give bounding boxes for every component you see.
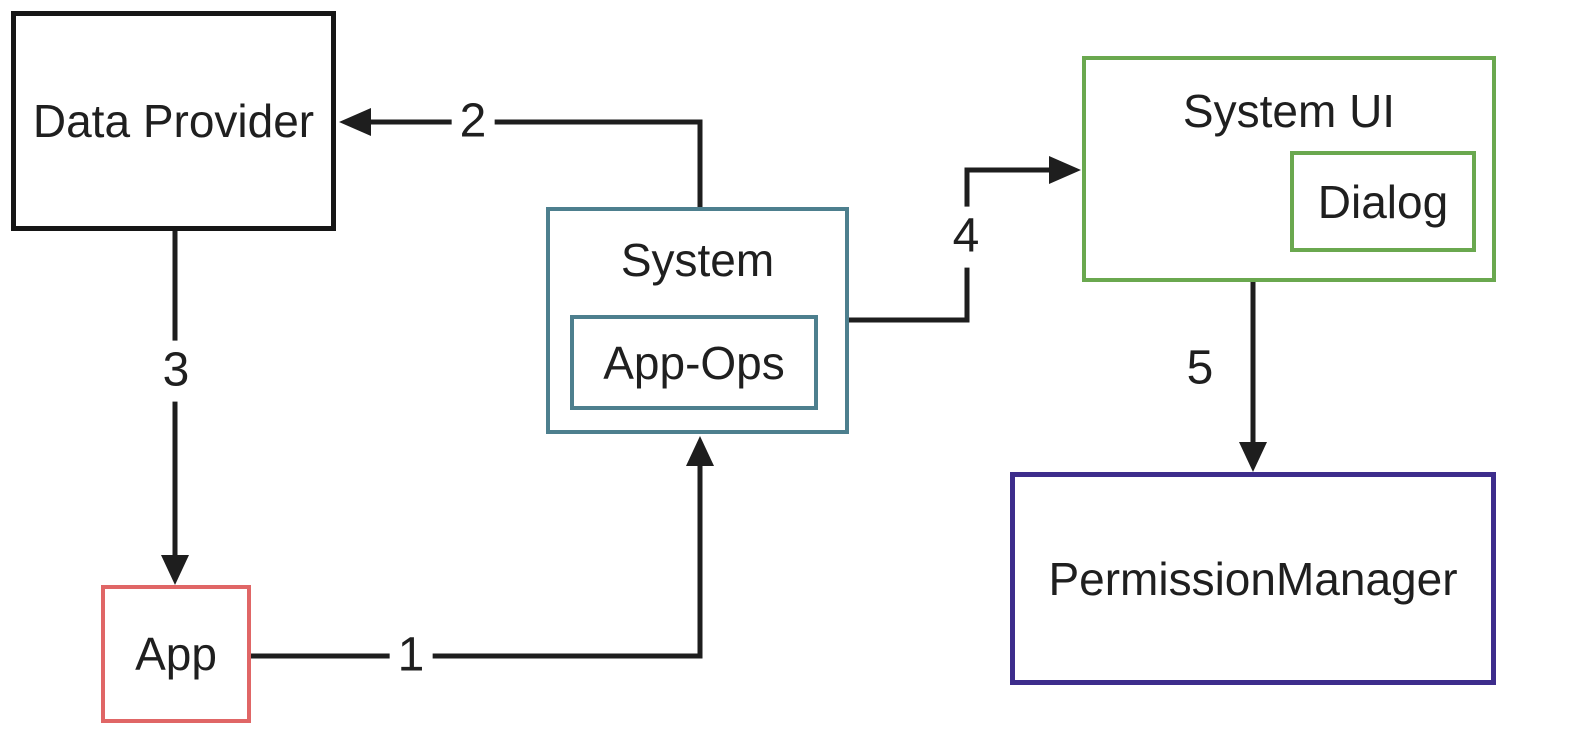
edge-label-1: 1 (389, 625, 433, 687)
node-system: System App-Ops (546, 207, 849, 434)
edge-label-3: 3 (154, 340, 198, 402)
arrowhead-down-icon (1239, 442, 1267, 472)
node-data-provider: Data Provider (11, 11, 336, 231)
node-label: System (620, 234, 775, 286)
node-label: Dialog (1317, 175, 1449, 228)
arrow-3 (161, 231, 189, 585)
arrowhead-right-icon (1049, 156, 1081, 184)
node-permission-manager: PermissionManager (1010, 472, 1496, 685)
node-label: App (135, 628, 217, 680)
node-dialog: Dialog (1290, 151, 1476, 252)
node-label: System UI (1182, 85, 1396, 137)
node-label: PermissionManager (1048, 552, 1458, 605)
arrowhead-left-icon (339, 108, 371, 136)
arrowhead-down-icon (161, 555, 189, 585)
node-app-ops: App-Ops (570, 315, 818, 410)
node-app: App (101, 585, 251, 723)
arrow-2 (339, 108, 703, 209)
arrow-1 (251, 436, 714, 659)
node-label: App-Ops (603, 336, 785, 389)
arrowhead-up-icon (686, 436, 714, 466)
edge-label-2: 2 (451, 91, 495, 153)
edge-label-5: 5 (1178, 338, 1222, 400)
node-label: Data Provider (32, 95, 315, 147)
arrow-5 (1239, 282, 1267, 472)
node-system-ui: System UI Dialog (1082, 56, 1496, 282)
edge-label-4: 4 (944, 206, 988, 268)
